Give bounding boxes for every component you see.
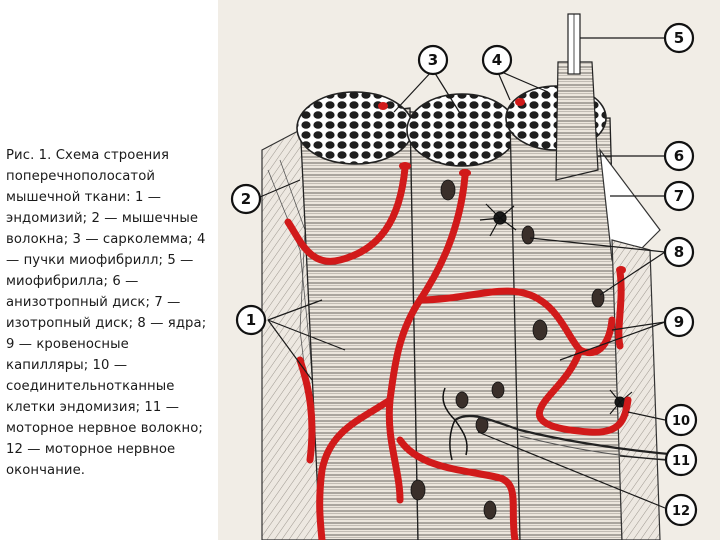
label-1-text: 1 bbox=[246, 311, 256, 329]
label-8-text: 8 bbox=[674, 243, 684, 261]
label-markers: 1 2 3 4 5 6 7 bbox=[230, 22, 698, 527]
figure-caption: Рис. 1. Схема строения поперечнополосато… bbox=[6, 148, 207, 478]
motor-nerve-fiber bbox=[454, 414, 681, 457]
myofibril-bundle bbox=[555, 61, 599, 181]
label-marker-3: 3 bbox=[417, 44, 449, 76]
label-marker-11: 11 bbox=[664, 443, 698, 477]
fiber-1-cross-section bbox=[296, 91, 414, 165]
label-4-text: 4 bbox=[492, 51, 502, 69]
label-6-text: 6 bbox=[674, 147, 684, 165]
capillary-cut-ends bbox=[378, 98, 626, 274]
label-7-text: 7 bbox=[674, 187, 684, 205]
label-marker-2: 2 bbox=[230, 183, 262, 215]
muscle-tissue-figure: 1 2 3 4 5 6 7 bbox=[218, 0, 720, 540]
label-12-text: 12 bbox=[672, 504, 690, 519]
label-marker-12: 12 bbox=[664, 493, 698, 527]
label-3-text: 3 bbox=[428, 51, 438, 69]
label-5-text: 5 bbox=[674, 29, 684, 47]
label-2-text: 2 bbox=[241, 190, 251, 208]
label-marker-8: 8 bbox=[663, 236, 695, 268]
label-9-text: 9 bbox=[674, 313, 684, 331]
blood-capillaries bbox=[284, 164, 632, 540]
nuclei bbox=[410, 179, 605, 520]
endomysium-sheet-right bbox=[611, 239, 661, 540]
label-marker-1: 1 bbox=[235, 304, 267, 336]
leader-lines bbox=[259, 37, 666, 509]
fiber-2-cross-section bbox=[406, 93, 518, 167]
label-marker-4: 4 bbox=[481, 44, 513, 76]
label-marker-5: 5 bbox=[663, 22, 695, 54]
label-marker-6: 6 bbox=[663, 140, 695, 172]
label-marker-9: 9 bbox=[663, 306, 695, 338]
label-10-text: 10 bbox=[672, 414, 690, 429]
caption-panel: Рис. 1. Схема строения поперечнополосато… bbox=[0, 0, 218, 540]
label-marker-7: 7 bbox=[663, 180, 695, 212]
connective-tissue-cell bbox=[479, 203, 517, 237]
muscle-tissue-drawing: 1 2 3 4 5 6 7 bbox=[218, 0, 720, 540]
label-11-text: 11 bbox=[672, 454, 690, 469]
motor-nerve-ending bbox=[442, 387, 468, 461]
label-marker-10: 10 bbox=[664, 403, 698, 437]
